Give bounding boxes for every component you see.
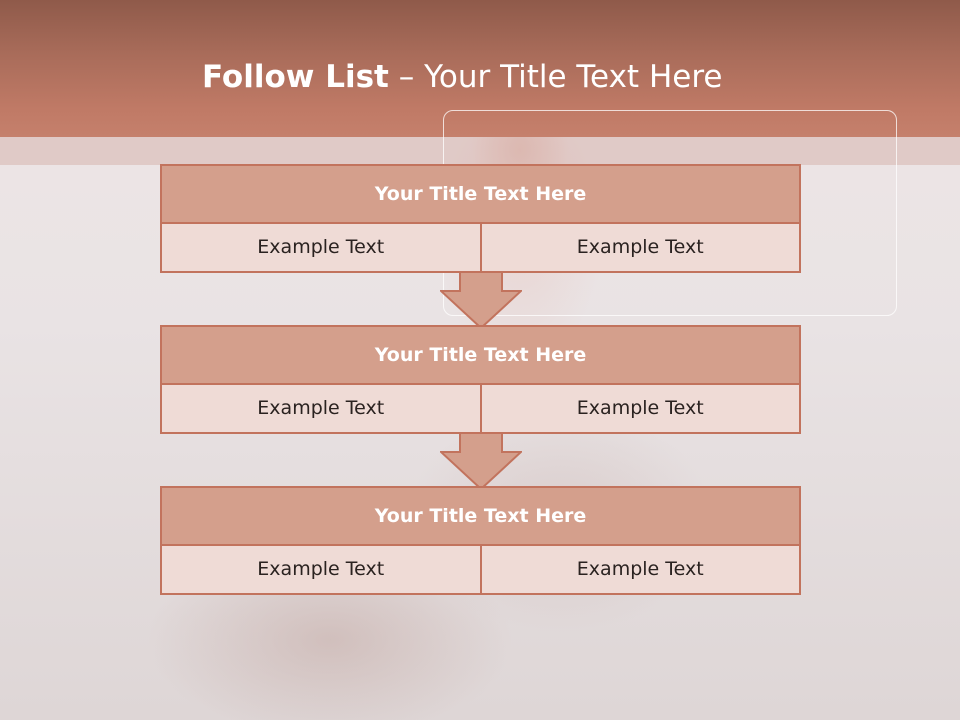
- step-2-left-cell: Example Text: [162, 385, 482, 432]
- header-band: [0, 137, 960, 165]
- step-3-right-cell: Example Text: [481, 546, 799, 593]
- step-row-1: Example Text Example Text: [162, 224, 799, 271]
- step-title-1: Your Title Text Here: [162, 166, 799, 224]
- step-title-3: Your Title Text Here: [162, 488, 799, 546]
- down-arrow-1: [440, 271, 522, 329]
- step-row-3: Example Text Example Text: [162, 546, 799, 593]
- step-row-2: Example Text Example Text: [162, 385, 799, 432]
- step-title-2: Your Title Text Here: [162, 327, 799, 385]
- slide-title-bold: Follow List: [202, 59, 389, 95]
- step-1-right-cell: Example Text: [481, 224, 799, 271]
- slide-title-rest: – Your Title Text Here: [388, 59, 723, 95]
- step-box-2: Your Title Text Here Example Text Exampl…: [160, 325, 801, 434]
- header-bar: [0, 0, 960, 137]
- step-box-1: Your Title Text Here Example Text Exampl…: [160, 164, 801, 273]
- step-2-right-cell: Example Text: [481, 385, 799, 432]
- slide-title: Follow List – Your Title Text Here: [202, 52, 722, 102]
- step-box-3: Your Title Text Here Example Text Exampl…: [160, 486, 801, 595]
- step-1-left-cell: Example Text: [162, 224, 482, 271]
- down-arrow-2: [440, 432, 522, 490]
- step-3-left-cell: Example Text: [162, 546, 482, 593]
